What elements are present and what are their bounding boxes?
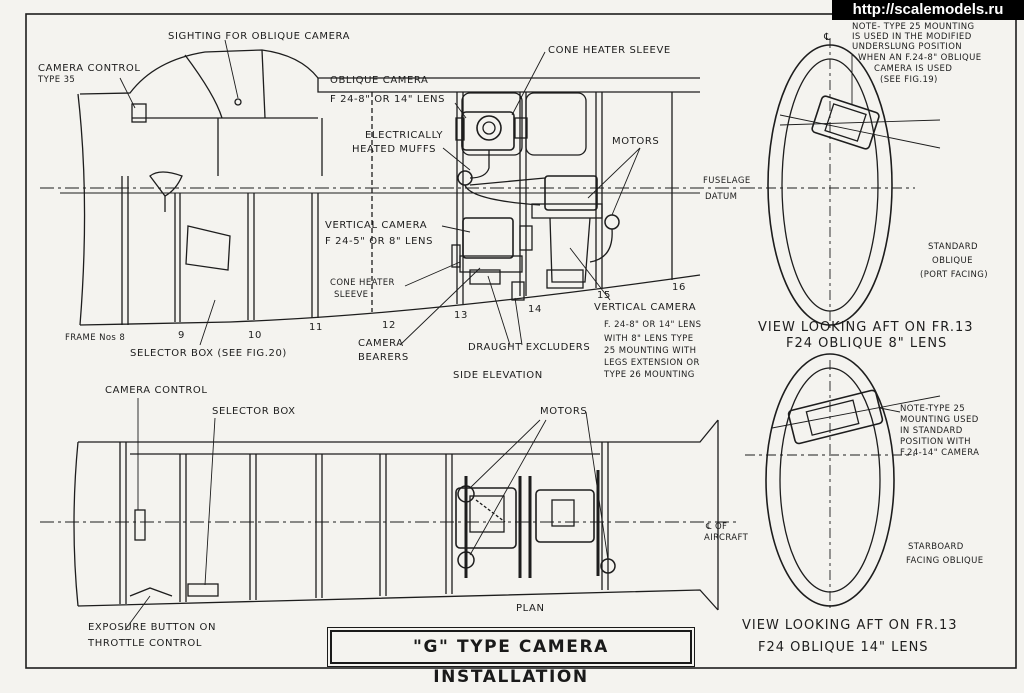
label-fuselage: FUSELAGE <box>703 176 751 186</box>
label-frame-12: 12 <box>382 320 396 331</box>
label-view1-note-6: (SEE FIG.19) <box>880 75 938 85</box>
label-view2-note-4: POSITION WITH <box>900 437 971 447</box>
label-sighting: SIGHTING FOR OBLIQUE CAMERA <box>168 31 351 42</box>
label-frame-14: 14 <box>528 304 542 315</box>
label-exposure-2: THROTTLE CONTROL <box>88 638 202 649</box>
label-cone-heater-sleeve: CONE HEATER SLEEVE <box>548 45 671 56</box>
label-cl-of: ℄ OF <box>706 522 728 532</box>
label-view2-note-2: MOUNTING USED <box>900 415 979 425</box>
label-view1-note-5: CAMERA IS USED <box>874 64 953 74</box>
view1-section <box>745 38 941 330</box>
view2-section <box>745 353 941 610</box>
label-frame-10: 10 <box>248 330 262 341</box>
label-view2-note-3: IN STANDARD <box>900 426 963 436</box>
label-frame-15: 15 <box>597 290 611 301</box>
side-leaders <box>119 39 641 346</box>
label-vertical-camera-b-lens: F. 24-8" OR 14" LENS <box>604 320 702 330</box>
label-frame-9: 9 <box>178 330 185 341</box>
watermark-banner[interactable]: http://scalemodels.ru <box>832 0 1024 20</box>
label-oblique-camera: OBLIQUE CAMERA <box>330 75 429 86</box>
label-draught-excluders: DRAUGHT EXCLUDERS <box>468 342 591 353</box>
label-view1-note-1: NOTE- TYPE 25 MOUNTING <box>852 22 975 32</box>
label-view2-caption-1: VIEW LOOKING AFT ON FR.13 <box>742 618 958 633</box>
label-camera-control-type: TYPE 35 <box>38 75 76 85</box>
label-selector-box-side: SELECTOR BOX (SEE FIG.20) <box>130 348 287 359</box>
label-vertical-camera-b-4: 25 MOUNTING WITH <box>604 346 697 356</box>
label-frame-13: 13 <box>454 310 468 321</box>
label-heated-muffs-1: ELECTRICALLY <box>365 130 444 141</box>
label-plan: PLAN <box>516 603 545 614</box>
label-vertical-camera-b-6: TYPE 26 MOUNTING <box>604 370 695 380</box>
label-camera-bearers-2: BEARERS <box>358 352 409 363</box>
label-camera-control: CAMERA CONTROL <box>38 63 141 74</box>
label-motors-plan: MOTORS <box>540 406 588 417</box>
label-port-facing: (PORT FACING) <box>920 270 988 280</box>
label-oblique-lens: F 24-8" OR 14" LENS <box>330 94 446 105</box>
label-view1-caption-1: VIEW LOOKING AFT ON FR.13 <box>758 320 974 335</box>
label-facing-oblique: FACING OBLIQUE <box>906 556 984 566</box>
label-oblique: OBLIQUE <box>932 256 973 266</box>
side-cameras <box>451 111 620 301</box>
label-camera-control-plan: CAMERA CONTROL <box>105 385 208 396</box>
label-view1-caption-2: F24 OBLIQUE 8" LENS <box>786 336 948 351</box>
drawing-title: "G" TYPE CAMERA INSTALLATION <box>413 637 609 687</box>
plan-fuselage <box>40 398 740 631</box>
label-starboard: STARBOARD <box>908 542 964 552</box>
label-frame-16: 16 <box>672 282 686 293</box>
label-vertical-camera-b: VERTICAL CAMERA <box>594 302 697 313</box>
label-motors-side: MOTORS <box>612 136 660 147</box>
label-camera-bearers-1: CAMERA <box>358 338 404 349</box>
label-view1-note-2: IS USED IN THE MODIFIED <box>852 32 972 42</box>
label-heated-muffs-2: HEATED MUFFS <box>352 144 437 155</box>
label-centreline-1: ℄ <box>824 32 832 43</box>
label-vertical-camera-b-3: WITH 8" LENS TYPE <box>604 334 694 344</box>
label-vertical-camera-b-5: LEGS EXTENSION OR <box>604 358 700 368</box>
label-view2-caption-2: F24 OBLIQUE 14" LENS <box>758 640 929 655</box>
label-view1-note-4: WHEN AN F.24-8" OBLIQUE <box>858 53 982 63</box>
label-frame-8: FRAME Nos 8 <box>65 333 126 343</box>
label-datum: DATUM <box>705 192 738 202</box>
label-view1-note-3: UNDERSLUNG POSITION <box>852 42 963 52</box>
label-exposure-1: EXPOSURE BUTTON ON <box>88 622 217 633</box>
label-cone-heater: CONE HEATER <box>330 278 395 288</box>
label-view2-note-5: F.24-14" CAMERA <box>900 448 980 458</box>
label-side-elevation: SIDE ELEVATION <box>453 370 543 381</box>
label-standard: STANDARD <box>928 242 978 252</box>
label-vertical-camera: VERTICAL CAMERA <box>325 220 428 231</box>
label-selector-box-plan: SELECTOR BOX <box>212 406 296 417</box>
side-elevation-fuselage <box>40 49 760 326</box>
title-box: "G" TYPE CAMERA INSTALLATION <box>327 627 695 687</box>
label-cone-heater-sleeve-2: SLEEVE <box>334 290 369 300</box>
drawing-border <box>25 13 1017 669</box>
label-frame-11: 11 <box>309 322 323 333</box>
label-aircraft: AIRCRAFT <box>704 533 749 543</box>
label-view2-note-1: NOTE-TYPE 25 <box>900 404 966 414</box>
label-vertical-lens: F 24-5" OR 8" LENS <box>325 236 434 247</box>
